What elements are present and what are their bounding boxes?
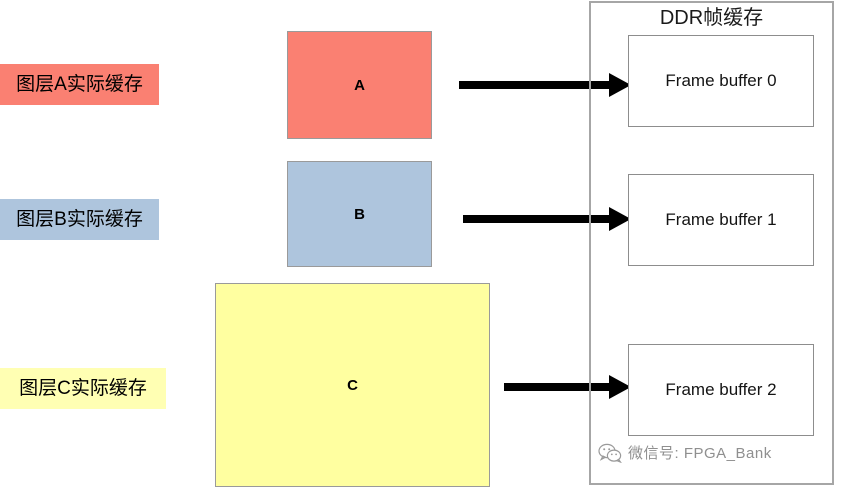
frame-buffer-0-box: Frame buffer 0 (628, 35, 814, 127)
frame-buffer-2-box: Frame buffer 2 (628, 344, 814, 436)
arrow-layer-a-to-frame-buffer-0 (459, 73, 631, 97)
ddr-panel-title: DDR帧缓存 (659, 7, 764, 29)
wechat-watermark: 微信号: FPGA_Bank (598, 442, 772, 463)
arrow-layer-b-to-frame-buffer-1 (463, 207, 631, 231)
layer-box-b: B (287, 161, 432, 267)
layer-box-c: C (215, 283, 490, 487)
layer-box-a: A (287, 31, 432, 139)
wechat-icon (598, 443, 622, 463)
legend-layer-a: 图层A实际缓存 (0, 64, 159, 105)
watermark-text: 微信号: FPGA_Bank (628, 445, 772, 462)
arrow-layer-c-to-frame-buffer-2 (504, 375, 631, 399)
legend-layer-c: 图层C实际缓存 (0, 368, 166, 409)
legend-layer-b: 图层B实际缓存 (0, 199, 159, 240)
frame-buffer-1-box: Frame buffer 1 (628, 174, 814, 266)
ddr-frame-buffer-panel (589, 1, 834, 485)
